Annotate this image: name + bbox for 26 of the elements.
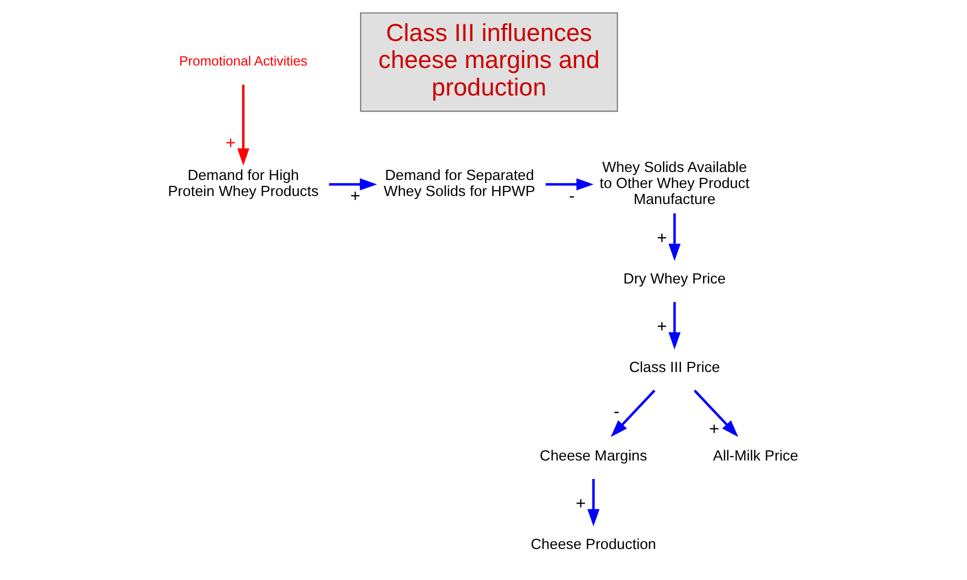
node-text: Demand for Separated Whey Solids for HPWP bbox=[384, 168, 536, 200]
edge-label: + bbox=[656, 316, 667, 336]
arrow bbox=[237, 84, 250, 166]
node-text: Dry Whey Price bbox=[623, 271, 726, 288]
node-text: Cheese Margins bbox=[540, 448, 648, 464]
node-text: Cheese Production bbox=[530, 536, 656, 553]
arrow bbox=[610, 390, 656, 437]
node-box: Class III influences cheese margins and production bbox=[360, 12, 618, 112]
arrow bbox=[546, 178, 594, 190]
edge-label: + bbox=[576, 493, 586, 514]
arrow bbox=[668, 302, 681, 350]
edge-label: + bbox=[709, 418, 720, 438]
edge-label: + bbox=[350, 186, 360, 206]
edge-label: + bbox=[226, 132, 236, 152]
arrow bbox=[694, 390, 738, 437]
edge-label: - bbox=[568, 186, 575, 206]
node-text: Class III Price bbox=[629, 360, 720, 376]
node-text: Demand for High Protein Whey Products bbox=[168, 168, 319, 200]
arrow bbox=[587, 478, 600, 526]
node-text: Whey Solids Available to Other Whey Product Manufacture bbox=[600, 160, 750, 208]
node-text: All-Milk Price bbox=[713, 448, 798, 464]
edge-label: + bbox=[656, 228, 667, 248]
node-text: Promotional Activities bbox=[179, 54, 308, 69]
arrow bbox=[329, 178, 378, 190]
edge-label: - bbox=[614, 400, 620, 421]
arrow bbox=[668, 213, 681, 262]
